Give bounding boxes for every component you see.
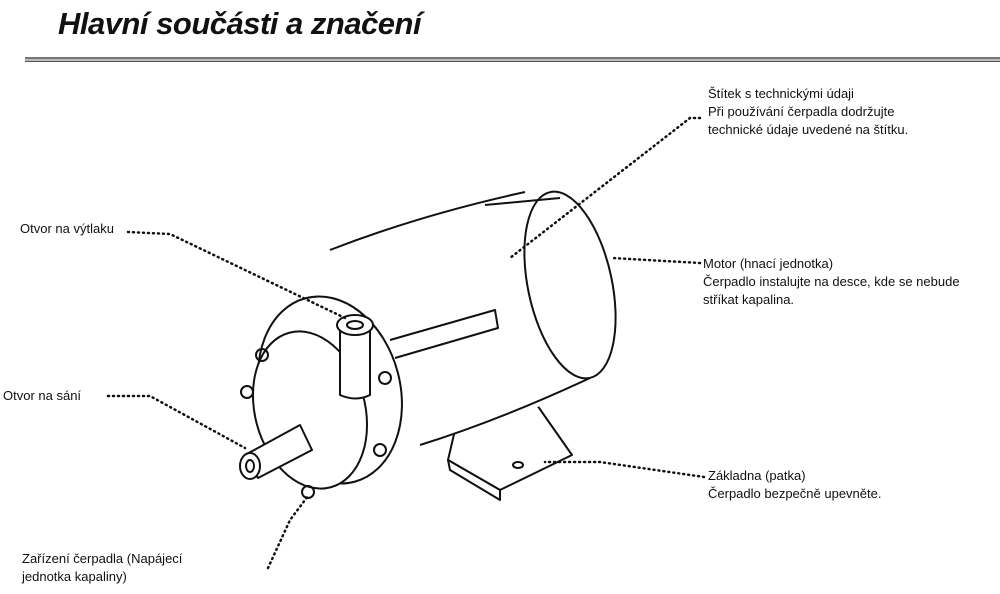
label-stitek-line: technické údaje uvedené na štítku. (708, 122, 909, 137)
page-title: Hlavní součásti a značení (58, 6, 422, 41)
label-stitek-line: Při používání čerpadla dodržujte (708, 104, 895, 119)
leader-sani (106, 394, 247, 450)
divider (25, 57, 1000, 61)
leader-vytlak (126, 230, 347, 320)
label-motor-line: Čerpadlo instalujte na desce, kde se neb… (703, 274, 960, 289)
label-zakladna-title: Základna (patka) (708, 468, 806, 483)
divider-thin (25, 61, 1000, 62)
label-motor-title: Motor (hnací jednotka) (703, 256, 834, 271)
leader-zakladna (543, 460, 706, 479)
label-zarizeni-title: Zařízení čerpadla (Napájecí (22, 551, 183, 566)
label-motor-line: stříkat kapalina. (703, 292, 795, 307)
leader-zarizeni (266, 494, 310, 570)
leader-stitek (508, 116, 702, 260)
label-motor: Motor (hnací jednotka) Čerpadlo instaluj… (703, 255, 960, 309)
label-vytlak: Otvor na výtlaku (20, 221, 114, 236)
label-zarizeni-line: jednotka kapaliny) (22, 569, 127, 584)
label-zarizeni: Zařízení čerpadla (Napájecí jednotka kap… (22, 550, 182, 586)
label-zakladna-line: Čerpadlo bezpečně upevněte. (708, 486, 882, 501)
leader-motor (610, 256, 702, 265)
label-sani: Otvor na sání (3, 388, 82, 403)
label-stitek: Štítek s technickými údaji Při používání… (708, 85, 908, 139)
label-zakladna: Základna (patka) Čerpadlo bezpečně upevn… (708, 467, 881, 503)
label-stitek-title: Štítek s technickými údaji (708, 86, 854, 101)
